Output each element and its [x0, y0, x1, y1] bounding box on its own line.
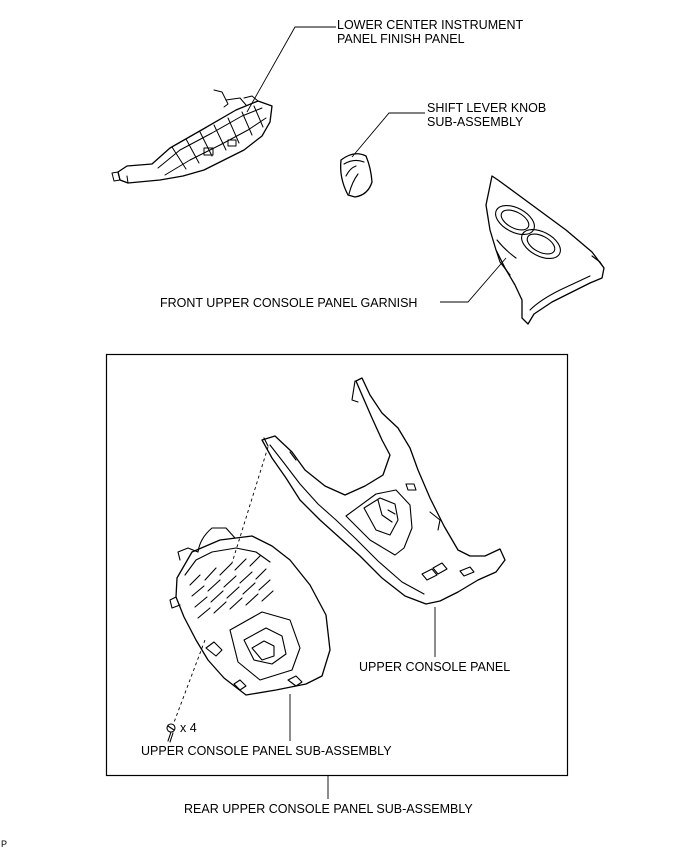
label-shift-knob-line1: SHIFT LEVER KNOB [427, 101, 547, 115]
label-upper-console-sub-assembly: UPPER CONSOLE PANEL SUB-ASSEMBLY [141, 744, 392, 758]
label-lower-finish-panel-line1: LOWER CENTER INSTRUMENT [337, 18, 524, 32]
front-garnish-drawing [485, 175, 605, 325]
screw-icon [166, 723, 176, 743]
leader-lower-finish-panel [246, 26, 336, 113]
shift-knob-drawing [340, 153, 373, 198]
sub-assembly-frame [105, 353, 569, 777]
leader-shift-knob [351, 112, 425, 158]
label-rear-upper-console-sub-assembly: REAR UPPER CONSOLE PANEL SUB-ASSEMBLY [184, 802, 473, 816]
page-marker: P [1, 839, 8, 849]
label-lower-finish-panel-line2: PANEL FINISH PANEL [337, 32, 465, 46]
label-front-garnish: FRONT UPPER CONSOLE PANEL GARNISH [160, 296, 418, 310]
label-shift-knob-line2: SUB-ASSEMBLY [427, 115, 524, 129]
label-screw-quantity: x 4 [180, 721, 197, 735]
lower-finish-panel-drawing [111, 89, 273, 184]
label-upper-console-panel: UPPER CONSOLE PANEL [359, 660, 511, 674]
leader-lines [246, 26, 507, 799]
upper-console-panel-drawing [261, 377, 506, 605]
leader-front-garnish [440, 257, 507, 303]
screw-alignment-dashes [172, 446, 269, 726]
upper-console-sub-assembly-drawing [169, 527, 331, 696]
